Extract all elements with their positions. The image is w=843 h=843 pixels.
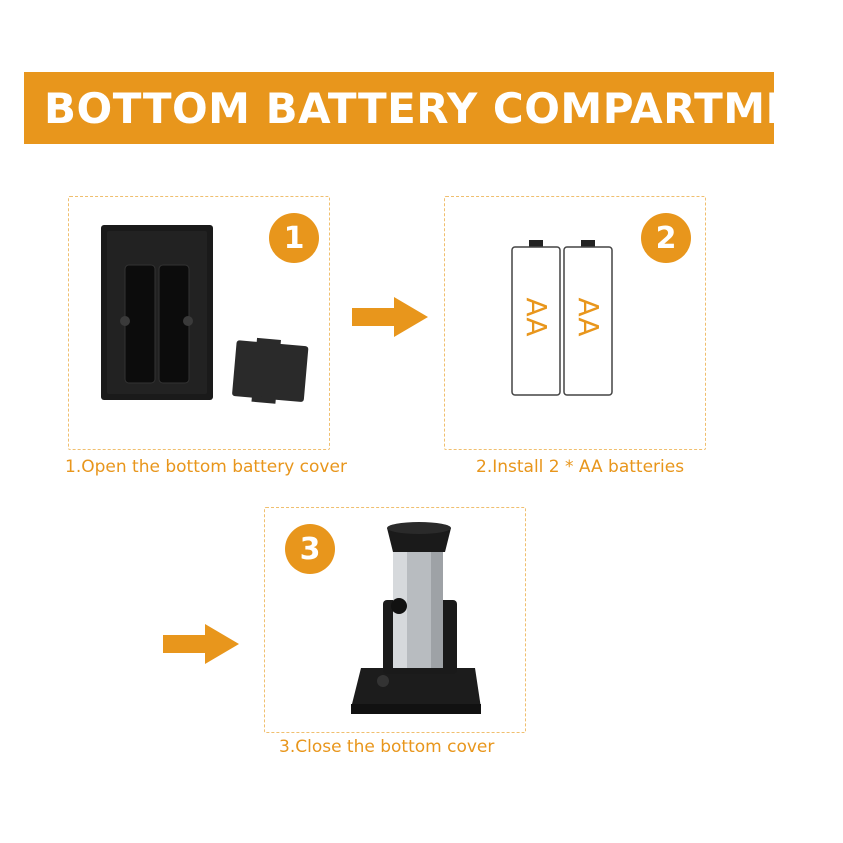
step-1-panel: 1 [68, 196, 330, 450]
step-1-caption: 1.Open the bottom battery cover [65, 457, 347, 477]
banner-title: BOTTOM BATTERY COMPARTMENT [44, 84, 843, 133]
arrow-right-icon [352, 297, 428, 337]
step-2-badge: 2 [641, 213, 691, 263]
step-1-badge: 1 [269, 213, 319, 263]
step-2-caption: 2.Install 2 * AA batteries [476, 457, 685, 477]
closed-device-illustration [351, 522, 481, 714]
step-3-caption: 3.Close the bottom cover [279, 737, 495, 757]
arrow-right-icon [163, 624, 239, 664]
step-3-badge: 3 [285, 524, 335, 574]
aa-batteries-illustration [511, 240, 613, 396]
battery-2-label: AA [572, 297, 605, 337]
step-3-panel: 3 [264, 507, 526, 733]
step-2-panel: AA AA 2 [444, 196, 706, 450]
title-banner: BOTTOM BATTERY COMPARTMENT [24, 72, 843, 144]
battery-1-label: AA [520, 297, 553, 337]
battery-compartment-illustration [101, 225, 309, 404]
